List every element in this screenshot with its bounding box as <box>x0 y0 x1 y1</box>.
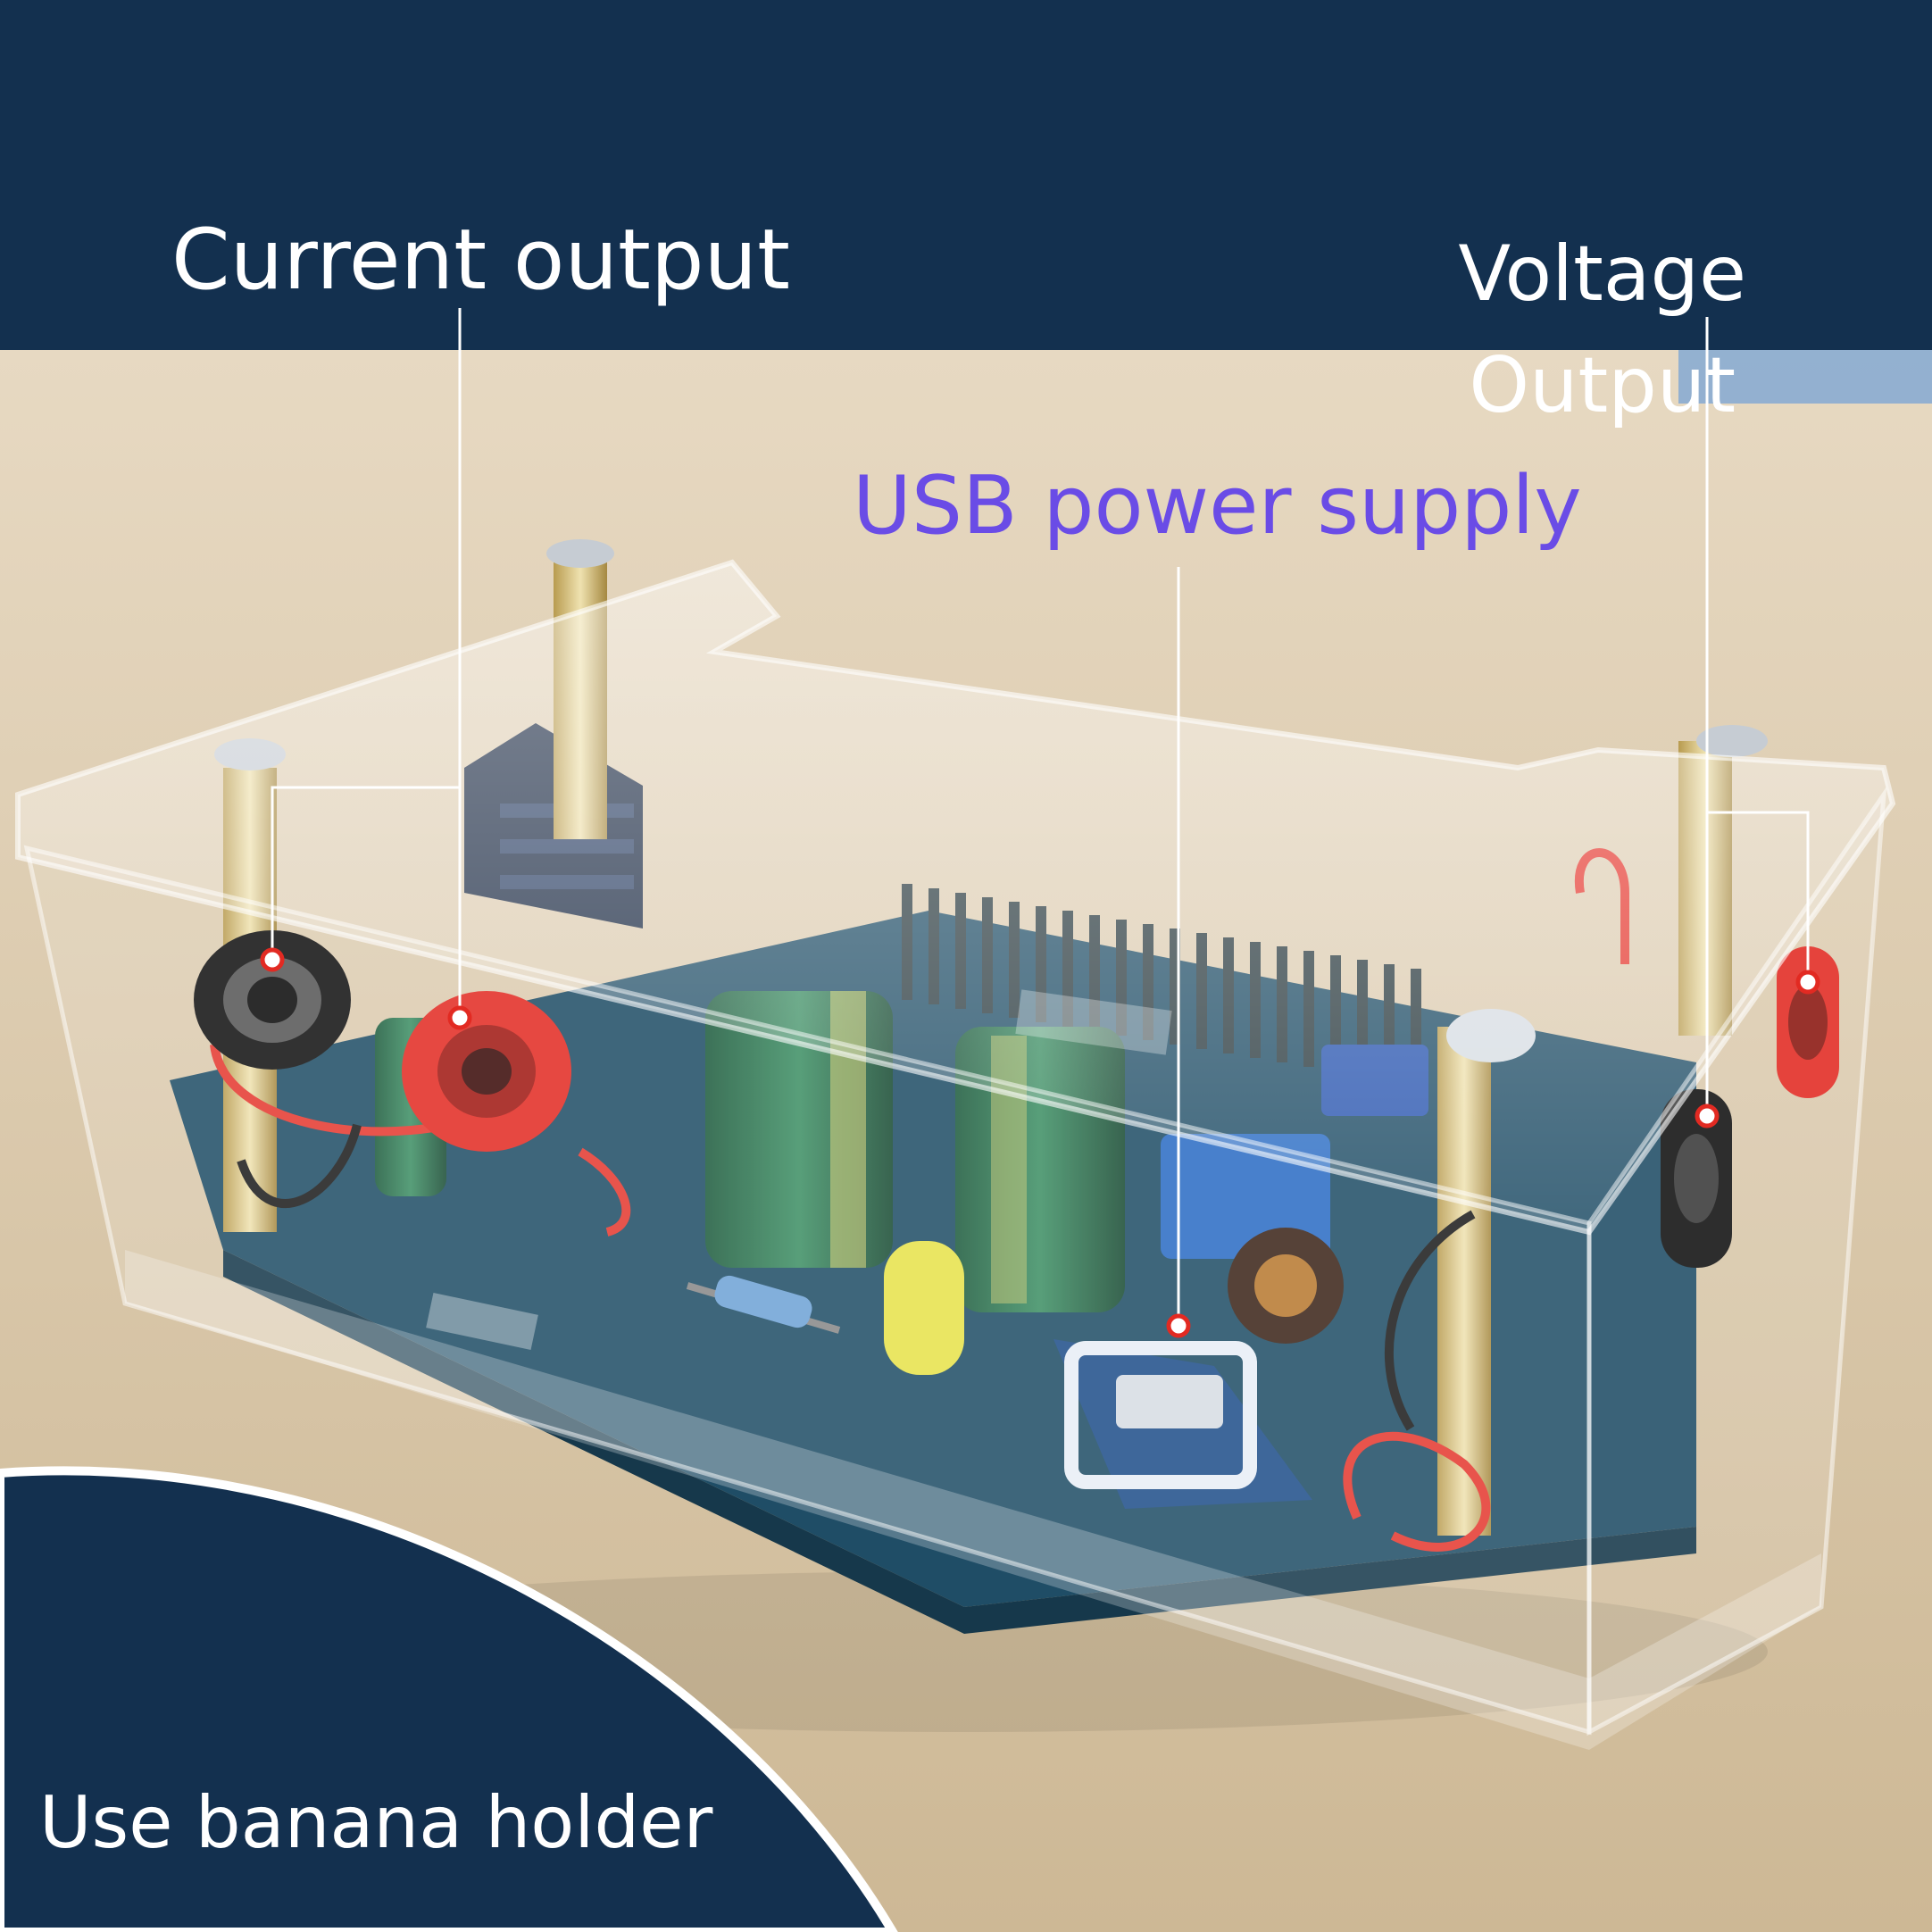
usb-dot <box>1166 1313 1191 1338</box>
red-terminal-left <box>402 991 571 1152</box>
black-terminal-right <box>1661 1089 1732 1268</box>
voltage-dot-red <box>1795 970 1820 995</box>
voltage-output-leader-red <box>1707 811 1810 982</box>
current-dot-red <box>447 1005 472 1030</box>
screw-top-right <box>1696 725 1768 757</box>
voltage-output-label: Voltage Output <box>1458 229 1746 430</box>
current-dot-black <box>260 947 285 972</box>
callout-lines <box>271 308 1810 1326</box>
current-output-leader <box>271 308 462 960</box>
led <box>884 1241 964 1375</box>
resistor <box>686 1275 841 1334</box>
blue-tray <box>1678 350 1932 404</box>
usb-module <box>1053 1339 1312 1509</box>
current-output-label: Current output <box>171 212 790 309</box>
voltage-dot-black <box>1695 1103 1720 1128</box>
acrylic-case <box>15 559 1896 1750</box>
bottom-left-curve-panel <box>0 1466 898 1932</box>
red-terminal-right <box>1777 946 1839 1098</box>
potentiometer <box>1161 1134 1330 1259</box>
top-banner <box>0 0 1932 350</box>
black-terminal-left <box>194 930 351 1070</box>
screw-top-back-left <box>546 539 614 568</box>
use-banana-holder-label: Use banana holder <box>39 1781 713 1864</box>
callout-dots <box>260 947 1820 1338</box>
inductor-core <box>1254 1254 1317 1317</box>
usb-power-supply-label: USB power supply <box>853 459 1582 553</box>
